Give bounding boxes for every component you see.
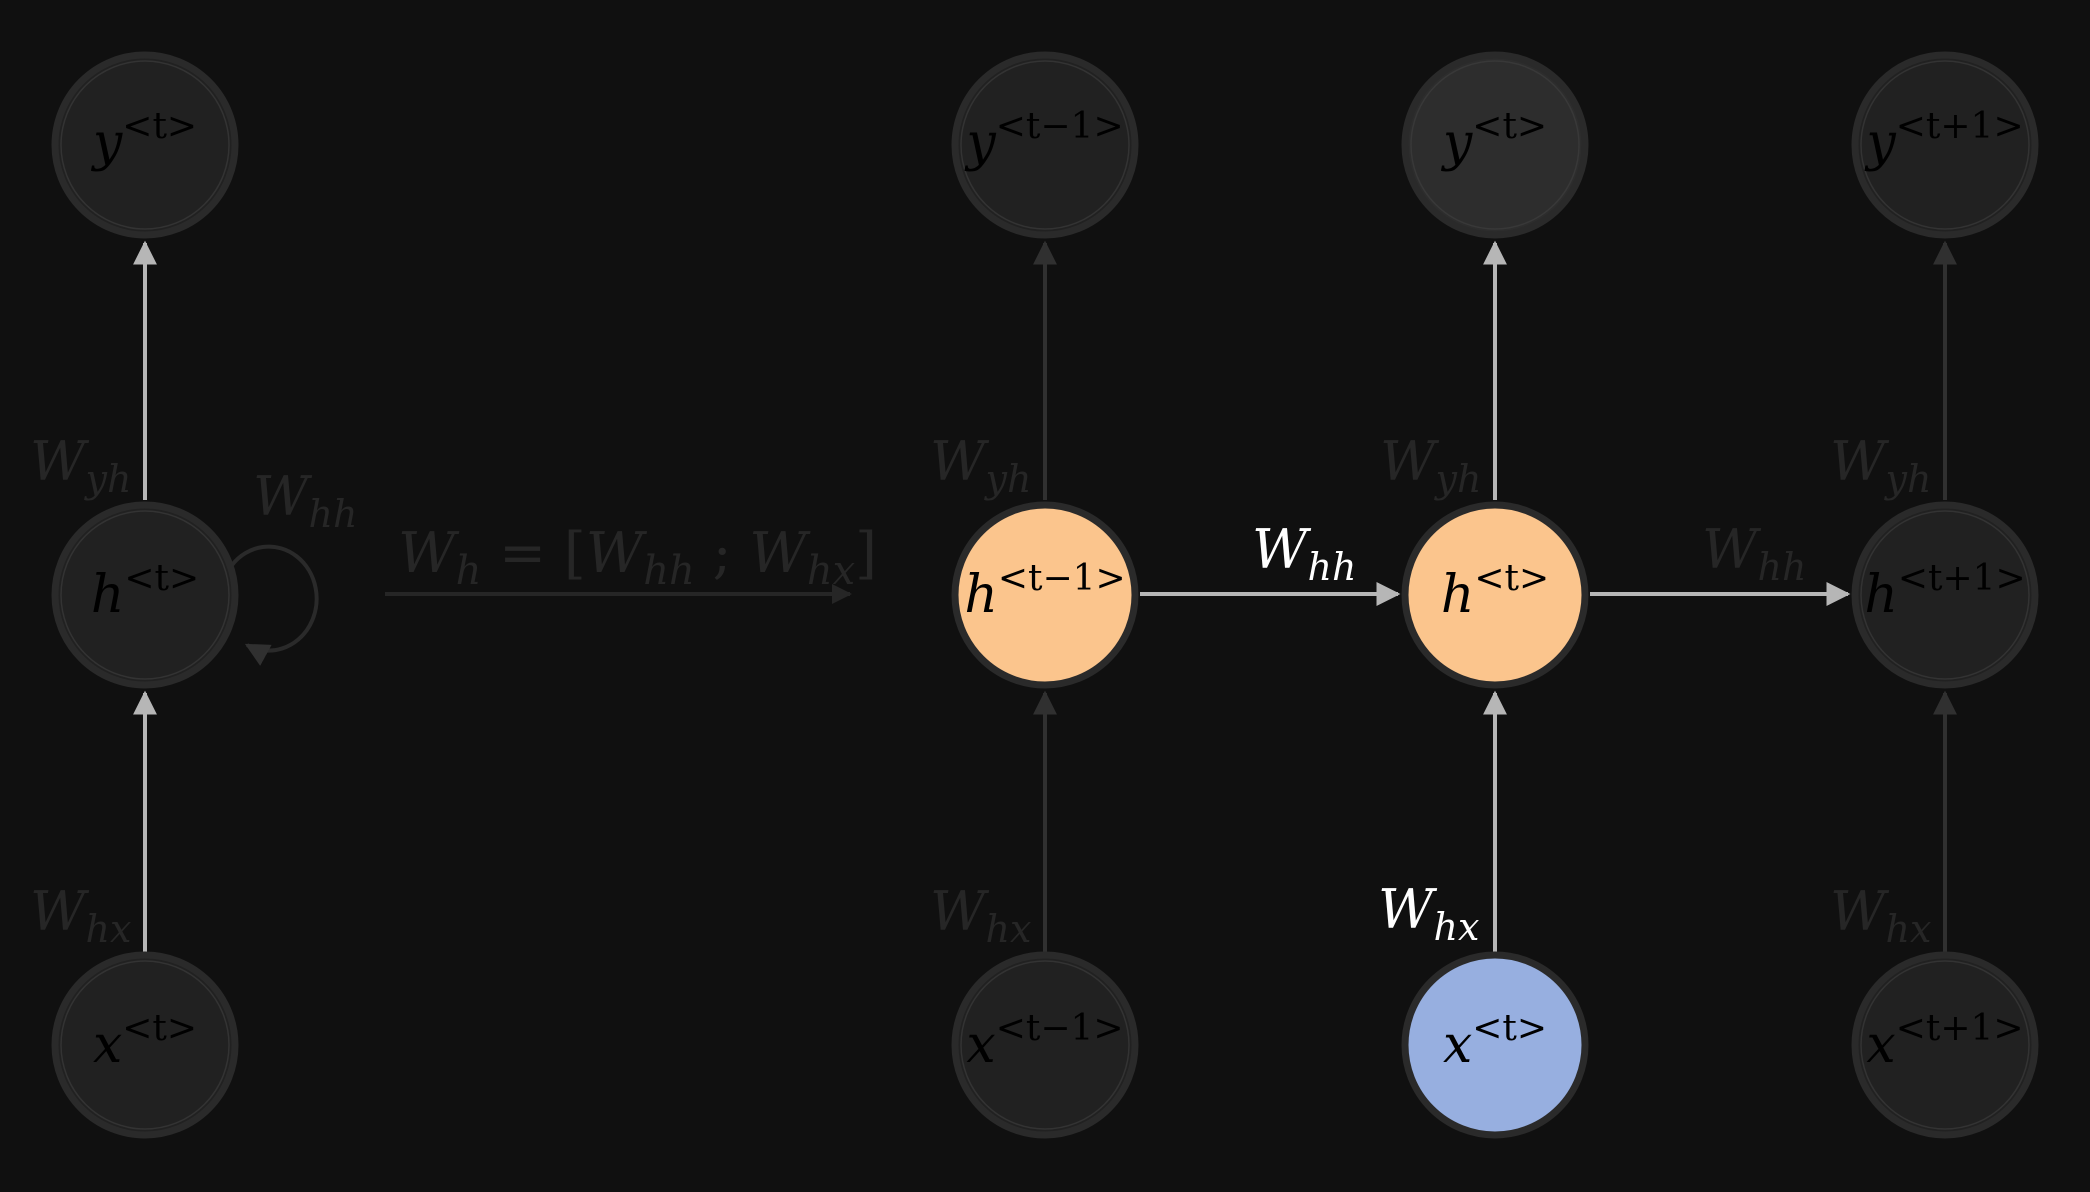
svg-text:y<t−1>: y<t−1> (964, 106, 1123, 173)
svg-text:h<t−1>: h<t−1> (964, 558, 1125, 625)
col2-output-node: y<t> (1401, 51, 1589, 239)
svg-text:x<t>: x<t> (93, 1008, 197, 1075)
folded-recurrent-loop-arrow (230, 544, 319, 666)
folded-input-base: x (93, 1015, 122, 1075)
folded-hidden-base: h (91, 565, 125, 625)
svg-text:x<t>: x<t> (1443, 1008, 1547, 1075)
col3-hidden-node: h<t+1> (1851, 501, 2039, 689)
folded-w-hh-label: Whh (253, 465, 357, 536)
svg-text:y<t>: y<t> (91, 106, 197, 173)
col1-hidden-node: h<t−1> (951, 501, 1139, 689)
folded-w-yh-label: Wyh (30, 430, 131, 501)
svg-text:y<t>: y<t> (1441, 106, 1547, 173)
folded-w-hx-label: Whx (30, 880, 131, 951)
col1-w-hh-label: Whh (1252, 518, 1356, 589)
col1-output-node: y<t−1> (951, 51, 1139, 239)
folded-output-sup: <t> (122, 106, 197, 147)
svg-text:h<t+1>: h<t+1> (1864, 558, 2025, 625)
svg-text:h<t>: h<t> (91, 558, 199, 625)
col1-w-hx-label: Whx (930, 880, 1031, 951)
folded-hidden-node: h<t> (51, 501, 239, 689)
folded-output-node: y<t> (51, 51, 239, 239)
weight-concat-equation: Wh = [Whh ; Whx] (398, 521, 877, 594)
folded-hidden-sup: <t> (124, 558, 199, 599)
svg-text:x<t−1>: x<t−1> (966, 1008, 1123, 1075)
col2-w-yh-label: Wyh (1380, 430, 1481, 501)
col2-w-hx-label: Whx (1378, 878, 1479, 949)
svg-text:y<t+1>: y<t+1> (1864, 106, 2023, 173)
folded-output-base: y (91, 113, 123, 173)
folded-input-node: x<t> (51, 951, 239, 1139)
col3-w-hx-label: Whx (1830, 880, 1931, 951)
svg-text:h<t>: h<t> (1441, 558, 1549, 625)
col2-w-hh-label: Whh (1702, 518, 1806, 589)
col1-w-yh-label: Wyh (930, 430, 1031, 501)
folded-input-sup: <t> (122, 1008, 197, 1049)
col3-input-node: x<t+1> (1851, 951, 2039, 1139)
col1-input-node: x<t−1> (951, 951, 1139, 1139)
col2-input-node: x<t> (1401, 951, 1589, 1139)
col2-hidden-node: h<t> (1401, 501, 1589, 689)
col3-output-node: y<t+1> (1851, 51, 2039, 239)
col3-w-yh-label: Wyh (1830, 430, 1931, 501)
svg-text:x<t+1>: x<t+1> (1866, 1008, 2023, 1075)
